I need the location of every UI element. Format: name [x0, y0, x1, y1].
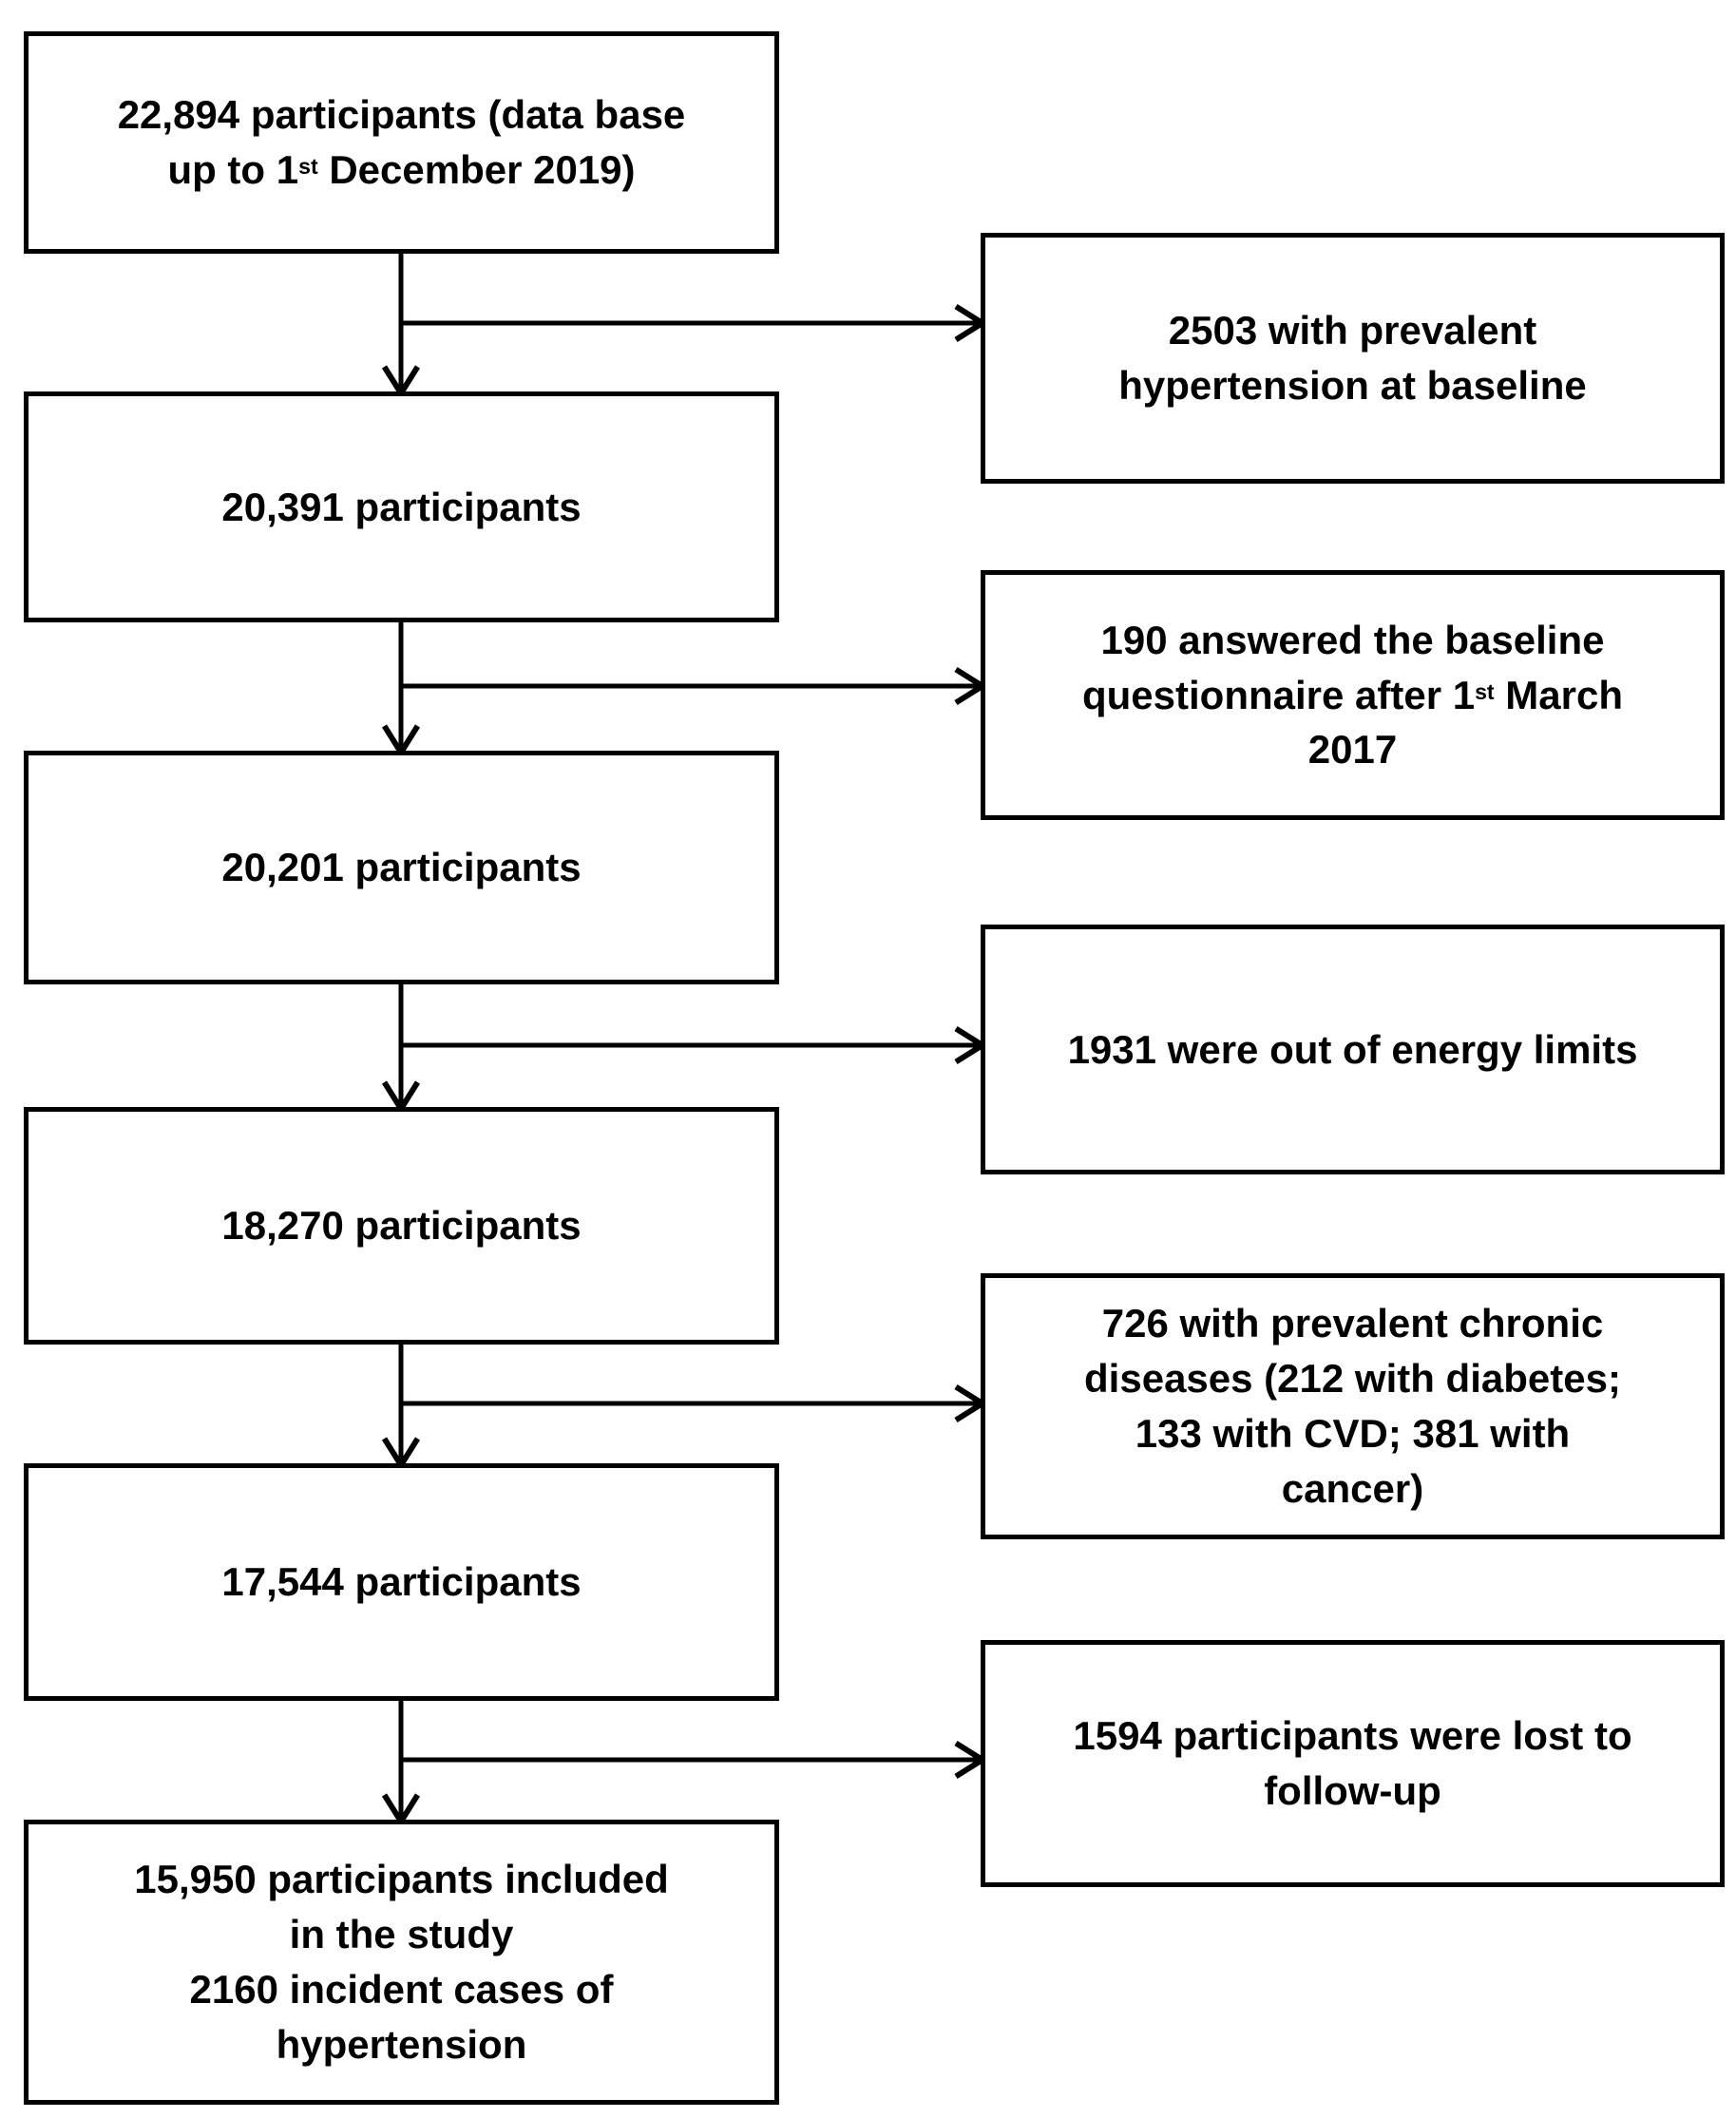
text-line: 2503 with prevalent	[1168, 308, 1537, 353]
flow-box-participants-17544: 17,544 participants	[24, 1463, 779, 1701]
text-line: hypertension at baseline	[1118, 363, 1587, 408]
text-line: diseases (212 with diabetes;	[1084, 1356, 1621, 1402]
text-line: hypertension	[276, 2021, 527, 2067]
ordinal-superscript: st	[1475, 678, 1495, 704]
text-line: 726 with prevalent chronic	[1101, 1301, 1604, 1346]
text-line: 20,391 participants	[221, 484, 582, 529]
text-line: questionnaire after 1st March	[1082, 668, 1623, 723]
exclusion-box-prevalent-hypertension: 2503 with prevalent hypertension at base…	[981, 233, 1725, 484]
flow-box-participants-20201: 20,201 participants	[24, 751, 779, 984]
exclusion-box-late-questionnaire: 190 answered the baseline questionnaire …	[981, 570, 1725, 820]
text-segment: up to 1	[167, 147, 299, 192]
text-line: 133 with CVD; 381 with	[1135, 1411, 1571, 1456]
text-line: 17,544 participants	[221, 1559, 582, 1605]
text-line: 15,950 participants included	[134, 1857, 669, 1902]
flow-box-participants-18270: 18,270 participants	[24, 1107, 779, 1345]
exclusion-box-chronic-diseases: 726 with prevalent chronic diseases (212…	[981, 1273, 1725, 1539]
text-line: cancer)	[1281, 1465, 1424, 1511]
flow-box-initial-participants: 22,894 participants (data base up to 1st…	[24, 31, 779, 254]
text-line: 22,894 participants (data base	[117, 92, 686, 138]
text-line: 1931 were out of energy limits	[1067, 1026, 1638, 1072]
text-line: in the study	[289, 1912, 514, 1957]
text-line: 190 answered the baseline	[1100, 617, 1605, 662]
ordinal-superscript: st	[298, 154, 318, 180]
text-segment: March	[1494, 672, 1624, 717]
flow-box-participants-20391: 20,391 participants	[24, 391, 779, 622]
exclusion-box-lost-to-follow-up: 1594 participants were lost to follow-up	[981, 1640, 1725, 1887]
text-line: follow-up	[1264, 1768, 1441, 1813]
text-line: up to 1st December 2019)	[167, 143, 635, 198]
text-line: 2017	[1307, 727, 1398, 773]
text-line: 18,270 participants	[221, 1203, 582, 1249]
text-line: 1594 participants were lost to	[1073, 1713, 1632, 1759]
text-line: 20,201 participants	[221, 845, 582, 890]
exclusion-box-energy-limits: 1931 were out of energy limits	[981, 925, 1725, 1174]
flow-box-final-study-sample: 15,950 participants included in the stud…	[24, 1820, 779, 2105]
text-segment: December 2019)	[317, 147, 636, 192]
text-line: 2160 incident cases of	[189, 1967, 614, 2012]
text-segment: questionnaire after 1	[1081, 672, 1476, 717]
